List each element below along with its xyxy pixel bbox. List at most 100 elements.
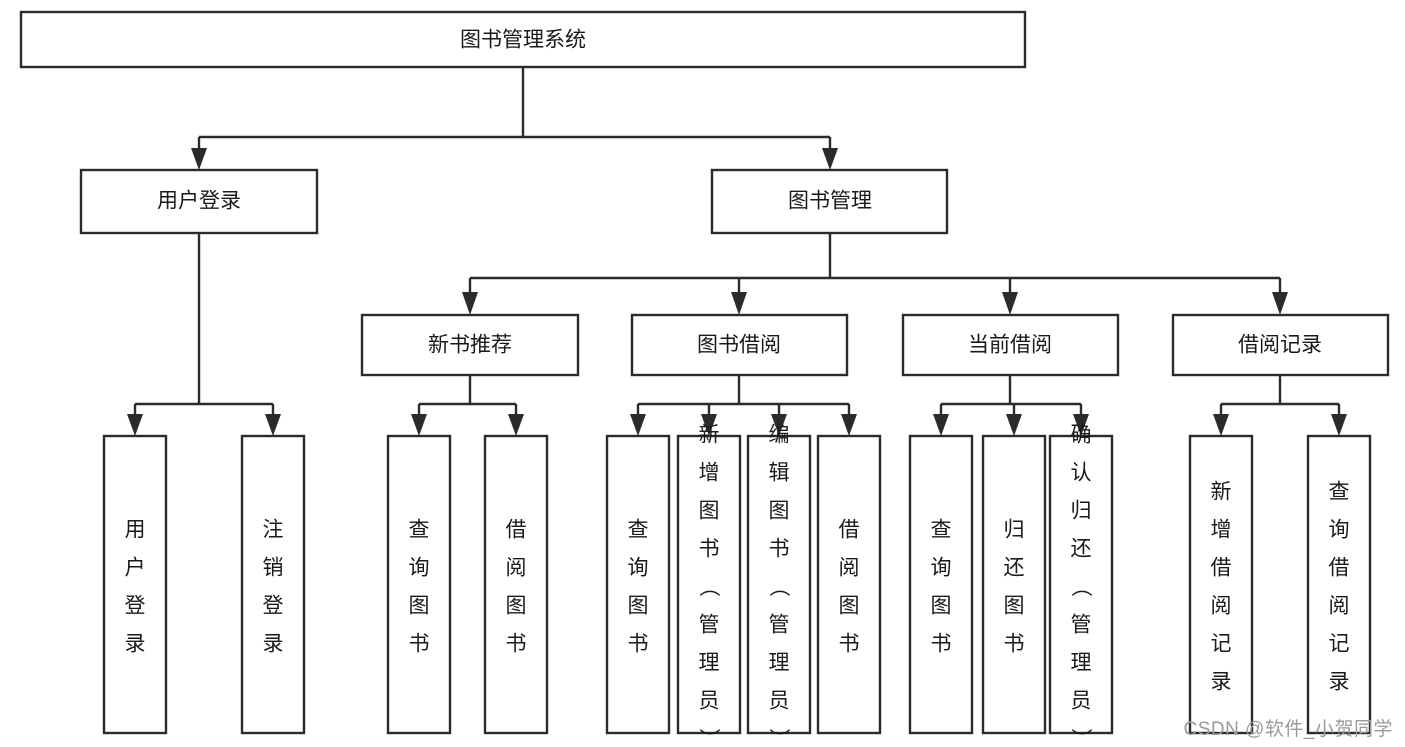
vertical-char: 图 xyxy=(628,595,649,618)
vertical-char: 员 xyxy=(769,690,790,713)
vertical-char: 登 xyxy=(125,595,146,618)
node-user-login-leaf-box[interactable] xyxy=(102,434,168,735)
node-root[interactable]: 图书管理系统 xyxy=(19,10,1027,69)
node-book-borrow[interactable]: 图书借阅 xyxy=(630,313,849,377)
vertical-char: 增 xyxy=(1211,519,1232,542)
vertical-char: 阅 xyxy=(1211,595,1232,618)
vertical-char: 还 xyxy=(1004,557,1025,580)
node-query-borrow-record-box[interactable] xyxy=(1306,434,1372,735)
node-user-logout-leaf-box[interactable] xyxy=(240,434,306,735)
arrowhead-icon xyxy=(462,292,478,315)
node-root-box[interactable] xyxy=(19,10,1027,69)
node-user-login[interactable]: 用户登录 xyxy=(79,168,319,235)
vertical-char: 辑 xyxy=(769,462,790,485)
vertical-char: 书 xyxy=(699,538,720,561)
vertical-char: 查 xyxy=(409,519,430,542)
arrowhead-layer xyxy=(127,148,1347,436)
vertical-char: 增 xyxy=(699,462,720,485)
node-borrow-record[interactable]: 借阅记录 xyxy=(1171,313,1390,377)
vertical-char: 图 xyxy=(839,595,860,618)
vertical-char: 借 xyxy=(506,519,527,542)
node-user-login-label: 用户登录 xyxy=(157,190,241,213)
node-current-borrow[interactable]: 当前借阅 xyxy=(901,313,1120,377)
vertical-char: 管 xyxy=(1071,614,1092,637)
arrowhead-icon xyxy=(508,414,524,436)
arrowhead-icon xyxy=(630,414,646,436)
vertical-char: 查 xyxy=(628,519,649,542)
vertical-char: 认 xyxy=(1071,462,1092,485)
vertical-char: ） xyxy=(1069,728,1092,747)
node-query-book-2-box[interactable] xyxy=(605,434,671,735)
node-query-book-1-box[interactable] xyxy=(386,434,452,735)
node-add-borrow-record-box[interactable] xyxy=(1188,434,1254,735)
node-return-book-box[interactable] xyxy=(981,434,1047,735)
vertical-char: 归 xyxy=(1071,500,1092,523)
vertical-char: 询 xyxy=(1329,519,1350,542)
vertical-char: 理 xyxy=(699,652,720,675)
node-book-borrow-label: 图书借阅 xyxy=(697,334,781,357)
arrowhead-icon xyxy=(1002,292,1018,315)
node-borrow-record-box[interactable] xyxy=(1171,313,1390,377)
node-book-manage-box[interactable] xyxy=(710,168,949,235)
vertical-char: 书 xyxy=(931,633,952,656)
vertical-char: 记 xyxy=(1211,633,1232,656)
leaf-node-layer xyxy=(102,434,1372,735)
vertical-char: 员 xyxy=(1071,690,1092,713)
vertical-char: 确 xyxy=(1071,424,1092,447)
node-borrow-book-1-box[interactable] xyxy=(483,434,549,735)
vertical-char: 管 xyxy=(699,614,720,637)
arrowhead-icon xyxy=(191,148,207,170)
vertical-char: 图 xyxy=(506,595,527,618)
node-new-book-recommend-box[interactable] xyxy=(360,313,580,377)
node-current-borrow-label: 当前借阅 xyxy=(968,334,1052,357)
vertical-char: 书 xyxy=(1004,633,1025,656)
arrowhead-icon xyxy=(265,414,281,436)
vertical-char: 图 xyxy=(931,595,952,618)
arrowhead-icon xyxy=(822,148,838,170)
node-root-label: 图书管理系统 xyxy=(460,29,586,52)
node-add-book-admin-box[interactable] xyxy=(676,434,742,735)
vertical-char: 图 xyxy=(1004,595,1025,618)
node-new-book-recommend[interactable]: 新书推荐 xyxy=(360,313,580,377)
node-borrow-book-2-box[interactable] xyxy=(816,434,882,735)
vertical-char: （ xyxy=(1069,576,1092,597)
arrowhead-icon xyxy=(411,414,427,436)
node-user-login-box[interactable] xyxy=(79,168,319,235)
node-book-borrow-box[interactable] xyxy=(630,313,849,377)
vertical-char: 录 xyxy=(263,633,284,656)
node-borrow-record-label: 借阅记录 xyxy=(1238,334,1322,357)
vertical-char: （ xyxy=(767,576,790,597)
vertical-char: 新 xyxy=(699,424,720,447)
vertical-char: ） xyxy=(697,728,720,747)
node-query-book-3-box[interactable] xyxy=(908,434,974,735)
vertical-char: 户 xyxy=(125,557,146,580)
arrowhead-icon xyxy=(1272,292,1288,315)
node-book-manage-label: 图书管理 xyxy=(788,190,872,213)
node-confirm-return-admin-box[interactable] xyxy=(1048,434,1114,735)
arrowhead-icon xyxy=(1073,414,1089,436)
vertical-label-layer: 用户登录注销登录查询图书借阅图书查询图书新增图书（管理员）编辑图书（管理员）借阅… xyxy=(125,424,1350,747)
node-edit-book-admin-box[interactable] xyxy=(746,434,812,735)
vertical-char: 记 xyxy=(1329,633,1350,656)
vertical-char: 图 xyxy=(769,500,790,523)
vertical-char: 用 xyxy=(125,519,146,542)
node-book-manage[interactable]: 图书管理 xyxy=(710,168,949,235)
node-current-borrow-box[interactable] xyxy=(901,313,1120,377)
arrowhead-icon xyxy=(1331,414,1347,436)
vertical-char: 询 xyxy=(628,557,649,580)
vertical-char: 图 xyxy=(699,500,720,523)
vertical-char: 借 xyxy=(839,519,860,542)
arrowhead-icon xyxy=(127,414,143,436)
vertical-char: ） xyxy=(767,728,790,747)
vertical-char: 书 xyxy=(506,633,527,656)
